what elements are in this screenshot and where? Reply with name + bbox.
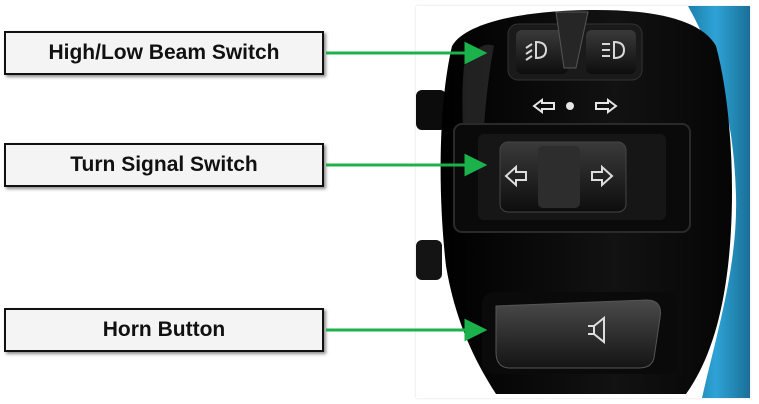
center-dot-icon [566,102,574,110]
turn-signal-slider-knob[interactable] [538,146,580,208]
switch-housing-photo [416,6,750,398]
turn-signal-label-text: Turn Signal Switch [70,153,257,177]
beam-switch-label: High/Low Beam Switch [4,31,324,75]
horn-button-label: Horn Button [4,308,324,352]
horn-button-label-text: Horn Button [103,318,225,342]
switch-housing-illustration [416,6,750,398]
beam-switch-high[interactable] [586,30,636,74]
handlebar-stub [416,90,446,130]
beam-switch-label-text: High/Low Beam Switch [48,41,279,65]
turn-signal-label: Turn Signal Switch [4,143,324,187]
handlebar-lower-stub [416,240,442,280]
horn-button[interactable] [496,300,660,368]
